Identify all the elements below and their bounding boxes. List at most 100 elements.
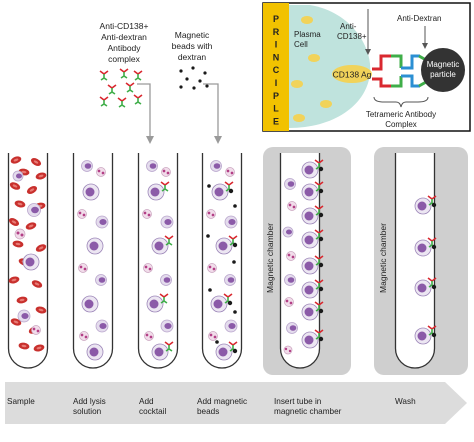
white-blood-cell-nucleus bbox=[228, 219, 236, 225]
magnetic-particle-label-line1: Magnetic bbox=[427, 60, 459, 69]
tube-4 bbox=[201, 153, 243, 369]
beads-label-line2: beads with bbox=[172, 41, 213, 51]
principle-letter: P bbox=[273, 14, 279, 24]
white-blood-cell-nucleus bbox=[16, 173, 22, 179]
magnetic-bead bbox=[431, 332, 437, 338]
antibody-red bbox=[107, 84, 117, 89]
tube-contents bbox=[206, 160, 238, 361]
antibody-red bbox=[125, 82, 135, 87]
granulocyte-lobe bbox=[284, 347, 288, 351]
antibody-green bbox=[118, 101, 126, 108]
cd138-ag-label: CD138 Ag bbox=[333, 70, 372, 80]
plasma-cell-nucleus bbox=[150, 187, 160, 197]
tube-outline bbox=[72, 153, 114, 369]
granulocyte bbox=[287, 201, 297, 211]
magnetic-bead bbox=[431, 284, 437, 290]
white-blood-cell-nucleus bbox=[98, 277, 106, 283]
tube-contents bbox=[77, 160, 109, 361]
granulocyte bbox=[96, 167, 106, 177]
antibody-green bbox=[108, 88, 116, 95]
magnetic-bead bbox=[227, 300, 233, 306]
plasma-cell-nucleus bbox=[304, 165, 314, 175]
plasma-cell-nucleus bbox=[417, 201, 427, 211]
plasma-cell-nucleus bbox=[149, 299, 159, 309]
blue-antibody-arm bbox=[401, 74, 420, 88]
magnetic-bead bbox=[232, 242, 238, 248]
plasma-cell bbox=[289, 5, 371, 128]
magnetic-bead bbox=[215, 340, 219, 344]
magnetic-bead bbox=[185, 77, 189, 81]
granulocyte-lobe bbox=[80, 333, 84, 337]
plasma-cell-label-line2: Cell bbox=[294, 40, 308, 49]
granulocyte-lobe bbox=[82, 213, 86, 217]
anti-cd138-pointer-head bbox=[365, 49, 371, 55]
plasma-cell-nucleus bbox=[304, 285, 314, 295]
principle-title-band bbox=[263, 3, 289, 131]
granulocyte-lobe bbox=[97, 169, 101, 173]
chamber-label-1: Magnetic chamber bbox=[265, 223, 275, 293]
step-label-3: cocktail bbox=[139, 407, 166, 416]
white-blood-cell-nucleus bbox=[286, 229, 292, 235]
plasma-cell-nucleus bbox=[304, 335, 314, 345]
antibody-green bbox=[120, 72, 128, 79]
anti-dextran-label: Anti-Dextran bbox=[397, 14, 441, 23]
white-blood-cell-nucleus bbox=[164, 323, 172, 329]
magnetic-bead bbox=[318, 236, 324, 242]
granulocyte-lobe bbox=[288, 203, 292, 207]
magnetic-bead bbox=[232, 260, 236, 264]
magnetic-particle-label-line2: particle bbox=[430, 70, 456, 79]
plasma-cell-nucleus bbox=[218, 347, 228, 357]
loose-antibody-complexes bbox=[99, 68, 143, 108]
antibody-red bbox=[133, 94, 143, 99]
magnetic-bead bbox=[179, 85, 183, 89]
magnetic-bead bbox=[233, 310, 237, 314]
red-blood-cell-center bbox=[11, 220, 17, 224]
granulocyte bbox=[161, 167, 171, 177]
granulocyte-lobe bbox=[147, 213, 151, 217]
antibody-green bbox=[134, 98, 142, 105]
principle-letter: L bbox=[273, 104, 279, 114]
step-label-4: Add magnetic bbox=[197, 397, 247, 406]
granulocyte-lobe bbox=[78, 211, 82, 215]
tube-5 bbox=[279, 153, 324, 369]
granulocyte-lobe bbox=[83, 267, 87, 271]
granulocyte-lobe bbox=[289, 301, 293, 305]
plasma-cell-nucleus bbox=[218, 241, 228, 251]
plasma-cell-nucleus bbox=[417, 283, 427, 293]
principle-letter: I bbox=[275, 40, 278, 50]
principle-letter: I bbox=[275, 78, 278, 88]
red-blood-cell-center bbox=[21, 344, 27, 348]
tube-contents bbox=[282, 159, 324, 355]
red-blood-cell-center bbox=[28, 224, 34, 228]
granulocyte-lobe bbox=[166, 171, 170, 175]
plasma-cell-nucleus bbox=[25, 257, 35, 267]
step-label-5: magnetic chamber bbox=[274, 407, 342, 416]
principle-letter: N bbox=[273, 52, 280, 62]
granulocyte bbox=[206, 209, 216, 219]
red-blood-cell-center bbox=[34, 282, 40, 286]
white-blood-cell-nucleus bbox=[287, 181, 295, 187]
antibody-green bbox=[100, 100, 108, 107]
granulocyte-lobe bbox=[208, 265, 212, 269]
granulocyte-lobe bbox=[211, 213, 215, 217]
principle-letter: R bbox=[273, 27, 280, 37]
principle-letter: C bbox=[273, 65, 280, 75]
antibody-green bbox=[100, 74, 108, 81]
red-blood-cell-center bbox=[13, 158, 19, 162]
magnetic-bead bbox=[431, 202, 437, 208]
principle-letter: P bbox=[273, 91, 279, 101]
reagent-beads: Magnetic beads with dextran bbox=[172, 30, 222, 144]
green-antibody-arm bbox=[391, 76, 403, 88]
white-blood-cell-nucleus bbox=[99, 323, 107, 329]
surface-antigen bbox=[301, 16, 313, 24]
granulocyte bbox=[207, 263, 217, 273]
antibody-red bbox=[99, 70, 109, 75]
red-blood-cell-center bbox=[21, 170, 27, 174]
granulocyte-lobe bbox=[32, 327, 36, 331]
magnetic-bead bbox=[232, 348, 238, 354]
granulocyte bbox=[14, 228, 26, 240]
step-label-4: beads bbox=[197, 407, 219, 416]
tube-6 bbox=[394, 153, 437, 369]
complex-brace bbox=[373, 96, 429, 108]
